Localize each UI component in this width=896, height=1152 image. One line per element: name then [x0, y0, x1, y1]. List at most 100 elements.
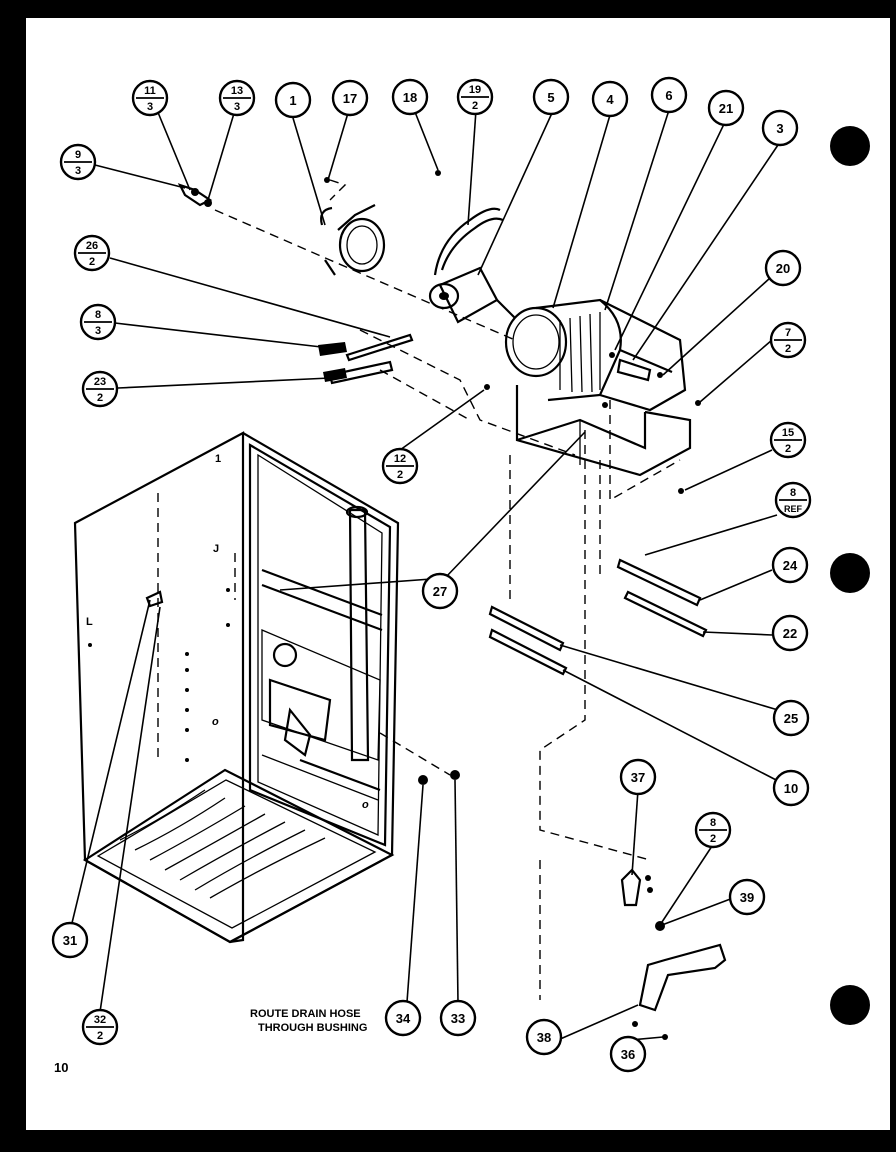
callout-c10-part-number: 10 — [784, 781, 798, 796]
callout-c6-part-number: 6 — [665, 88, 672, 103]
callout-c27: 27 — [421, 572, 459, 610]
callout-c32-part-number: 32 — [94, 1014, 106, 1026]
callout-c12-figure-ref: 2 — [397, 469, 403, 481]
callout-c38-part-number: 38 — [537, 1030, 551, 1045]
callout-c3-part-number: 3 — [776, 121, 783, 136]
callout-c37: 37 — [619, 758, 657, 796]
small-parts-right — [418, 558, 727, 1040]
callout-c36-part-number: 36 — [621, 1047, 635, 1062]
callout-c17: 17 — [331, 79, 369, 117]
callout-c4: 4 — [591, 80, 629, 118]
svg-text:o: o — [212, 716, 219, 728]
callout-c9-figure-ref: 3 — [75, 165, 81, 177]
callout-c27-part-number: 27 — [433, 584, 447, 599]
callout-c19: 192 — [456, 78, 494, 116]
callout-c38: 38 — [525, 1018, 563, 1056]
callout-c34: 34 — [384, 999, 422, 1037]
callout-c7-figure-ref: 2 — [785, 343, 791, 355]
callout-c25-part-number: 25 — [784, 711, 798, 726]
svg-text:o: o — [362, 799, 369, 811]
callout-c12-part-number: 12 — [394, 453, 406, 465]
callout-c39: 39 — [728, 878, 766, 916]
callout-c11: 113 — [131, 79, 169, 117]
callout-c7-part-number: 7 — [785, 327, 791, 339]
callout-c33-part-number: 33 — [451, 1011, 465, 1026]
svg-text:L: L — [86, 616, 93, 628]
binder-hole-top — [830, 126, 870, 166]
callout-c2-part-number: 8 — [710, 817, 716, 829]
callout-c13-part-number: 13 — [231, 85, 243, 97]
svg-text:J: J — [213, 543, 219, 555]
callout-c8ref-figure-ref: REF — [784, 504, 803, 514]
route-drain-hose-note-line-1: ROUTE DRAIN HOSE — [250, 1008, 361, 1020]
page-number: 10 — [54, 1060, 68, 1075]
callout-c22: 22 — [771, 614, 809, 652]
callout-c1-part-number: 1 — [289, 93, 296, 108]
callout-c3: 3 — [761, 109, 799, 147]
callout-c26-figure-ref: 2 — [89, 256, 95, 268]
svg-text:1: 1 — [215, 453, 221, 465]
cabinet-assembly: o o 1 L J — [73, 431, 400, 944]
callout-c39-part-number: 39 — [740, 890, 754, 905]
callout-c2: 82 — [694, 811, 732, 849]
callout-c17-part-number: 17 — [343, 91, 357, 106]
callout-c7: 72 — [769, 321, 807, 359]
callout-c22-part-number: 22 — [783, 626, 797, 641]
callout-c32: 322 — [81, 1008, 119, 1046]
callout-c9: 93 — [59, 143, 97, 181]
route-drain-hose-note-line-2: THROUGH BUSHING — [258, 1022, 367, 1034]
callout-c18: 18 — [391, 78, 429, 116]
callout-c24: 24 — [771, 546, 809, 584]
callout-c20-part-number: 20 — [776, 261, 790, 276]
callout-c10: 10 — [772, 769, 810, 807]
callout-c9-part-number: 9 — [75, 149, 81, 161]
callout-c32-figure-ref: 2 — [97, 1030, 103, 1042]
callout-c23: 232 — [81, 370, 119, 408]
callout-c24-part-number: 24 — [783, 558, 798, 573]
callout-c19-part-number: 19 — [469, 84, 481, 96]
callout-c19-figure-ref: 2 — [472, 100, 478, 112]
callout-c20: 20 — [764, 249, 802, 287]
callout-c8-figure-ref: 3 — [95, 325, 101, 337]
callout-c31-part-number: 31 — [63, 933, 77, 948]
callout-c15-figure-ref: 2 — [785, 443, 791, 455]
callout-c11-figure-ref: 3 — [147, 101, 153, 113]
binder-hole-middle — [830, 553, 870, 593]
callout-c8: 83 — [79, 303, 117, 341]
callout-c6: 6 — [650, 76, 688, 114]
callout-c33: 33 — [439, 999, 477, 1037]
small-parts-left — [177, 183, 414, 385]
callout-c2-figure-ref: 2 — [710, 833, 716, 845]
callout-c25: 25 — [772, 699, 810, 737]
callout-c8-part-number: 8 — [95, 309, 101, 321]
callout-c34-part-number: 34 — [396, 1011, 411, 1026]
callout-c21-part-number: 21 — [719, 101, 733, 116]
callout-c37-part-number: 37 — [631, 770, 645, 785]
callout-c15-part-number: 15 — [782, 427, 794, 439]
callout-c12: 122 — [381, 447, 419, 485]
callout-c13: 133 — [218, 79, 256, 117]
callout-c26-part-number: 26 — [86, 240, 98, 252]
binder-hole-bottom — [830, 985, 870, 1025]
callout-c26: 262 — [73, 234, 111, 272]
callout-c15: 152 — [769, 421, 807, 459]
assembly-dashed-lines — [214, 179, 681, 1000]
callout-c23-figure-ref: 2 — [97, 392, 103, 404]
callout-c5: 5 — [532, 78, 570, 116]
callout-c13-figure-ref: 3 — [234, 101, 240, 113]
blower-assembly — [320, 170, 701, 494]
callout-c1: 1 — [274, 81, 312, 119]
callout-c36: 36 — [609, 1035, 647, 1073]
callout-c4-part-number: 4 — [606, 92, 614, 107]
callout-c11-part-number: 11 — [144, 85, 156, 97]
callout-c5-part-number: 5 — [547, 90, 554, 105]
callout-c23-part-number: 23 — [94, 376, 106, 388]
leader-lines — [71, 109, 781, 1041]
callout-c31: 31 — [51, 921, 89, 959]
callout-c8ref-part-number: 8 — [790, 487, 796, 499]
callout-c21: 21 — [707, 89, 745, 127]
callout-c18-part-number: 18 — [403, 90, 417, 105]
